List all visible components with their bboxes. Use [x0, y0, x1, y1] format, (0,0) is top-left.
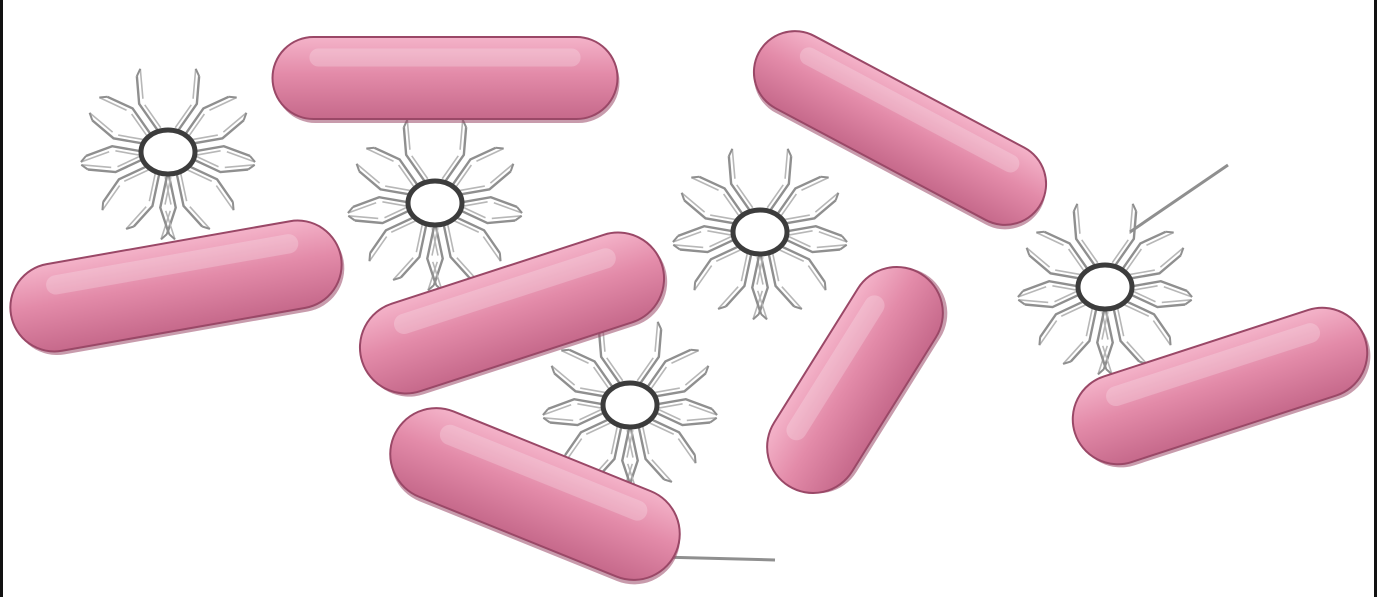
stray-line: [1130, 165, 1228, 232]
stray-line: [660, 557, 775, 560]
cluster-core: [1078, 265, 1132, 309]
antibody-cluster-icon: [1018, 204, 1192, 375]
antibody-cluster-icon: [673, 149, 847, 320]
antibody-arm: [452, 164, 522, 224]
rod-bacterium-icon: [3, 213, 351, 362]
cluster-core: [408, 181, 462, 225]
left-border: [0, 0, 3, 597]
antibody-arm: [777, 193, 847, 253]
antibody-arm: [1122, 248, 1192, 308]
antibody-cluster-icon: [81, 69, 255, 240]
antibody-arm: [673, 193, 743, 253]
antibody-arm: [1018, 248, 1088, 308]
cluster-core: [603, 383, 657, 427]
cluster-core: [141, 130, 195, 174]
antibody-arm: [348, 164, 418, 224]
antibody-arm: [543, 366, 613, 426]
antibody-arm: [81, 113, 151, 173]
rod-bacterium-icon: [273, 37, 620, 123]
antibody-cluster-icon: [348, 120, 522, 291]
cluster-core: [733, 210, 787, 254]
antibody-arm: [647, 366, 717, 426]
antibody-arm: [185, 113, 255, 173]
